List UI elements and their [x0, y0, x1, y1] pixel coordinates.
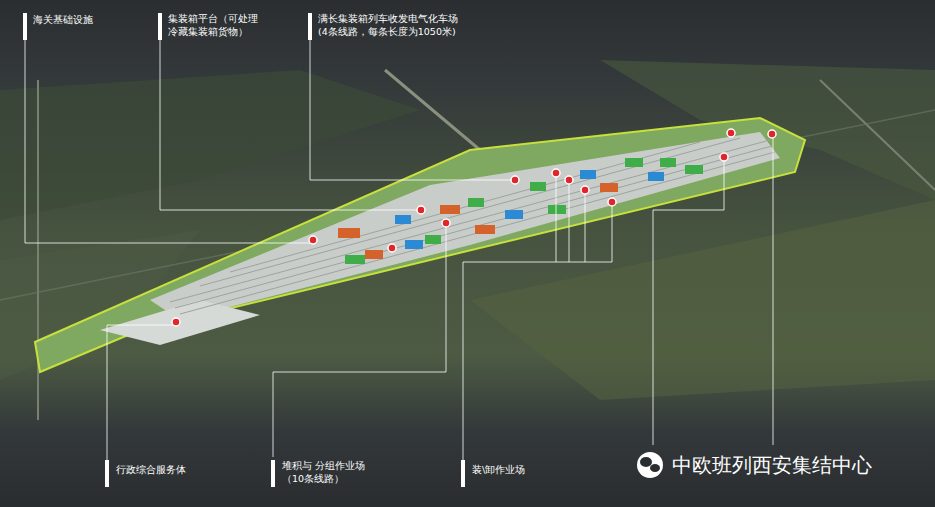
label-bars [23, 13, 465, 487]
forest [0, 70, 420, 220]
yard-platform [150, 132, 780, 320]
facility-label: 堆积与 分组作业场（10条线路） [282, 460, 394, 486]
facility-label: 装\卸作业场 [472, 464, 525, 477]
facility-label: 集装箱平台（可处理 冷藏集装箱货物） [168, 13, 288, 39]
road [820, 80, 935, 190]
leader-lines [25, 40, 773, 460]
watermark: 中欧班列西安集结中心 [672, 453, 872, 477]
facility-label: 行政综合服务体 [116, 464, 186, 477]
marker-dots [172, 129, 776, 326]
containers [338, 158, 703, 264]
facility-label: 海关基础设施 [33, 14, 93, 27]
site-boundary [35, 118, 805, 372]
wechat-icon [637, 452, 663, 478]
road [385, 70, 480, 150]
rail-tracks [170, 138, 775, 314]
facility-label: 满长集装箱列车收发电气化车场 (4条线路，每条长度为1050米) [318, 13, 468, 39]
